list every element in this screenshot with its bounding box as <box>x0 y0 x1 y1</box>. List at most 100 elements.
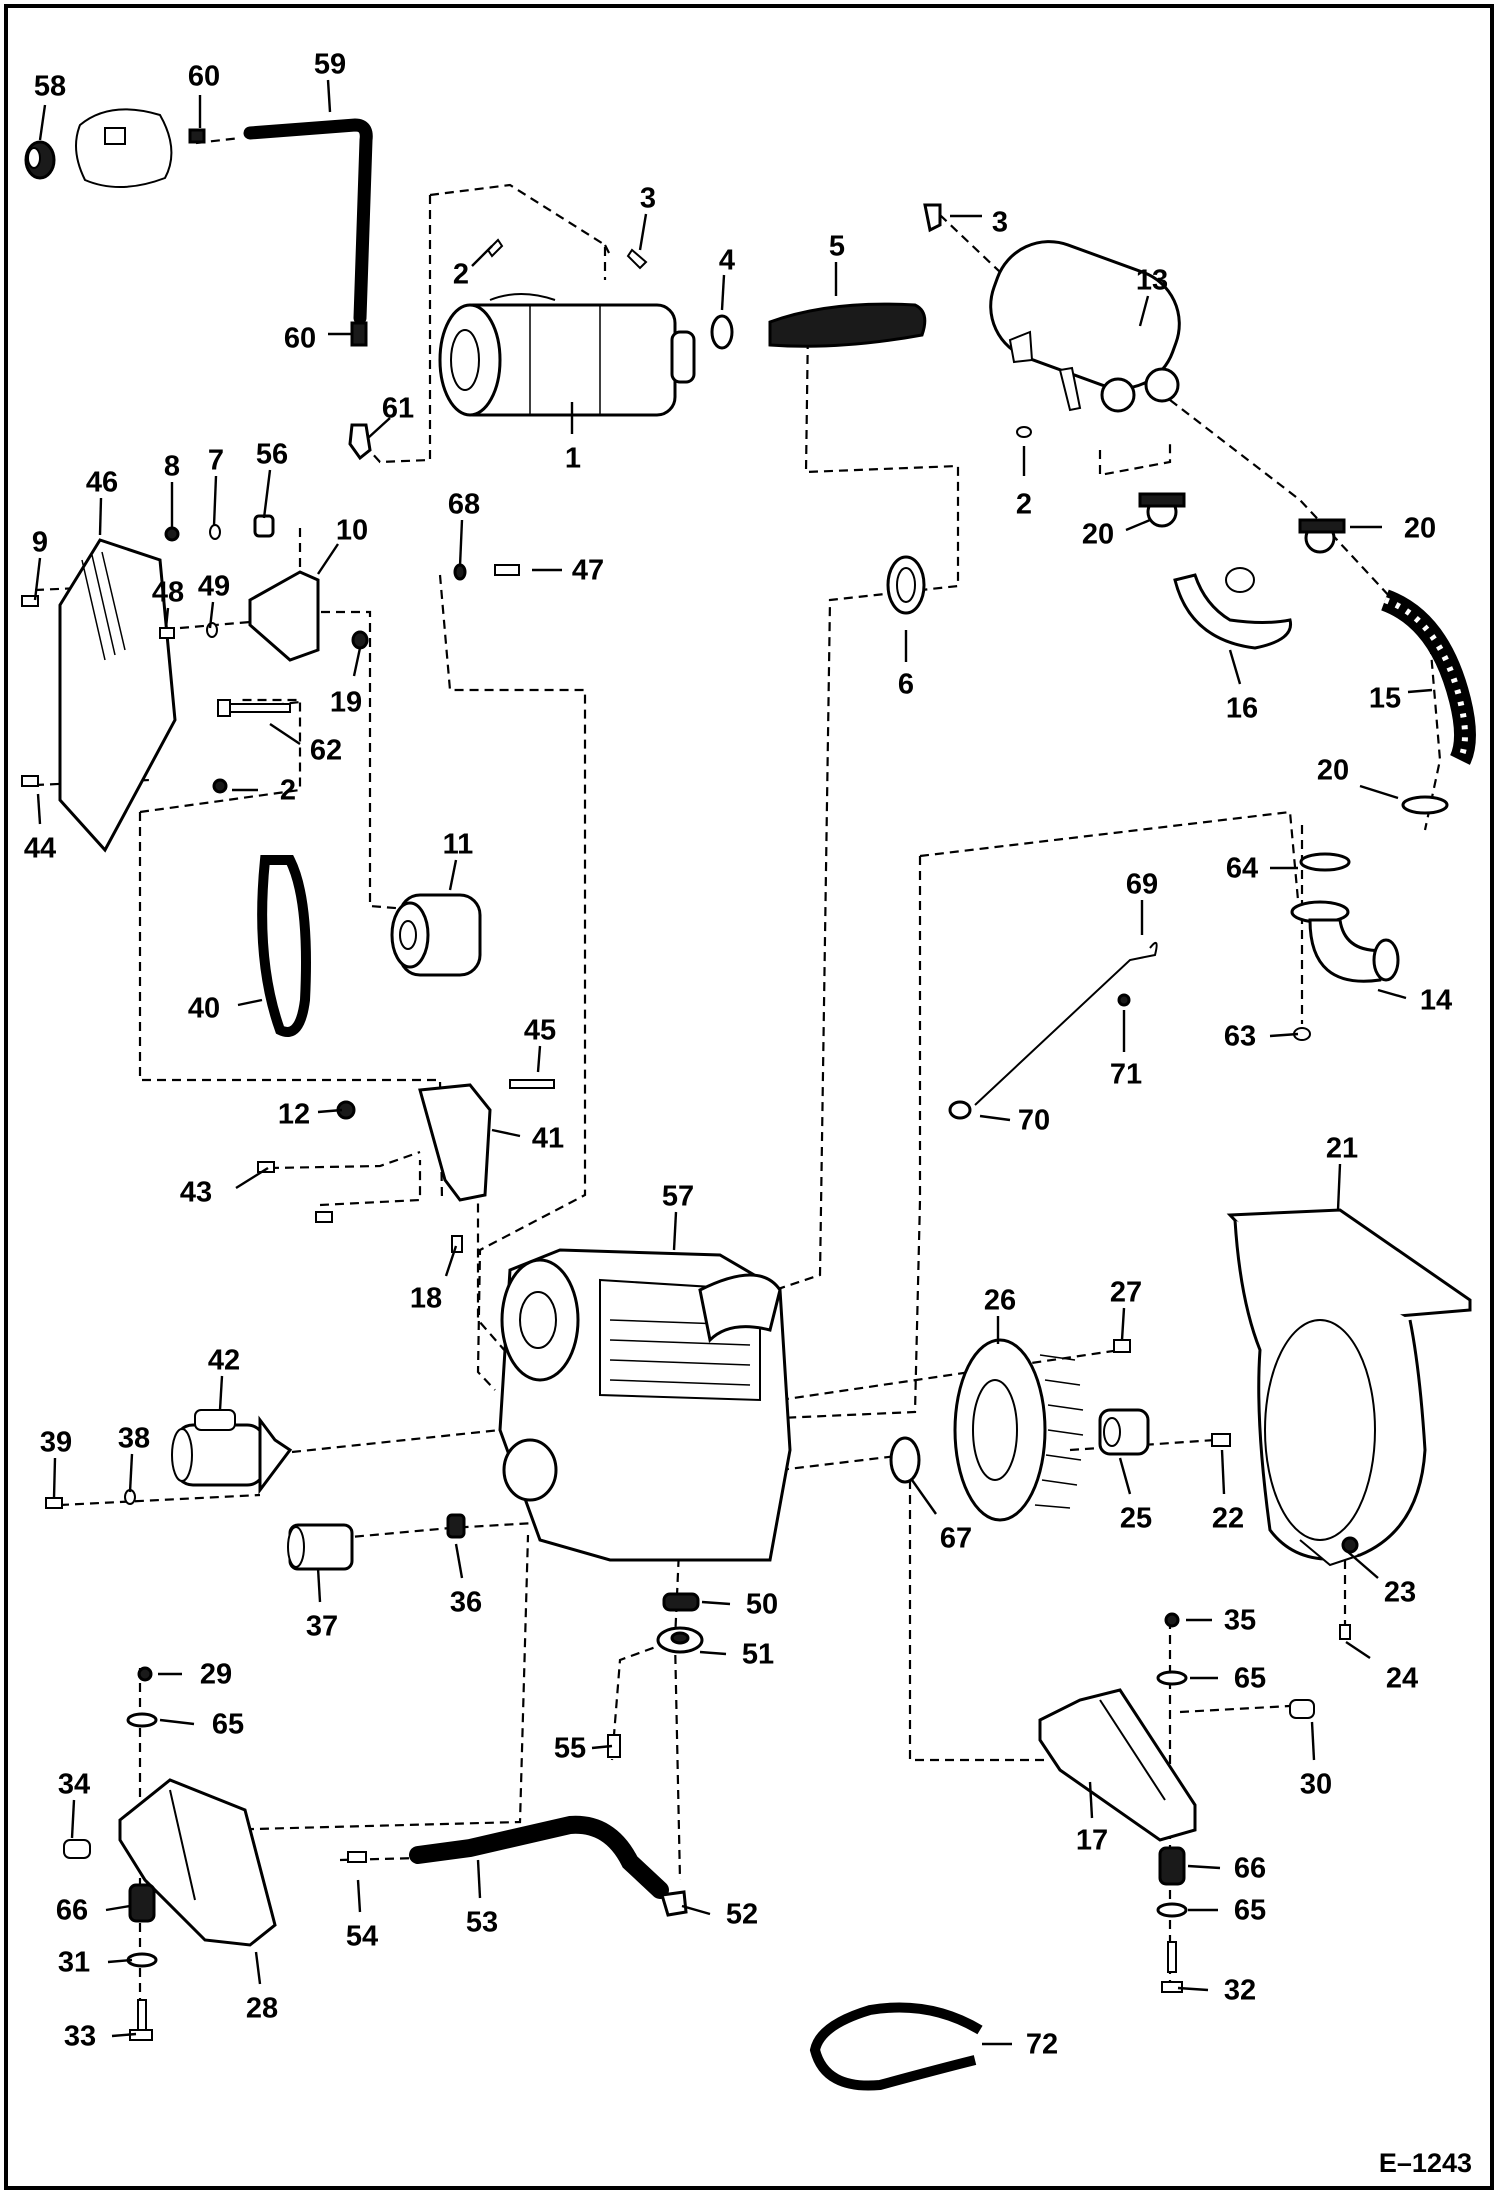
callout-c41: 41 <box>532 1123 564 1155</box>
part-21-blower-housing <box>1226 1208 1472 1567</box>
part-65-washer-right-top <box>1156 1670 1188 1686</box>
part-13-muffler <box>989 240 1181 413</box>
leader-c57 <box>672 1211 678 1251</box>
callout-c70: 70 <box>1018 1105 1050 1137</box>
leader-c3a <box>638 213 648 251</box>
callout-c20a: 20 <box>1082 519 1114 551</box>
callout-c3a: 3 <box>640 183 656 215</box>
part-11-alternator <box>390 893 482 977</box>
leader-c21 <box>1336 1163 1342 1211</box>
leader-c67 <box>911 1479 937 1515</box>
leader-c54 <box>356 1879 362 1913</box>
part-36-sensor <box>446 1513 466 1539</box>
part-2-screw-top <box>486 238 504 258</box>
leader-c24 <box>1345 1641 1371 1659</box>
callout-c63: 63 <box>1224 1021 1256 1053</box>
leader-c62 <box>269 723 301 745</box>
callout-c55: 55 <box>554 1733 586 1765</box>
callout-c15: 15 <box>1369 683 1401 715</box>
callout-c30: 30 <box>1300 1769 1332 1801</box>
callout-c22: 22 <box>1212 1503 1244 1535</box>
part-65-washer-left <box>126 1712 158 1728</box>
part-39-bolt <box>45 1497 63 1509</box>
part-30-bolt <box>1289 1699 1315 1719</box>
callout-c6: 6 <box>898 669 914 701</box>
part-48-bolt <box>159 627 175 639</box>
callout-c10: 10 <box>336 515 368 547</box>
leader-c46 <box>98 497 103 536</box>
leader-c30 <box>1310 1721 1316 1761</box>
leader-c38 <box>128 1453 134 1493</box>
callout-c31: 31 <box>58 1947 90 1979</box>
part-64-gasket <box>1299 852 1351 872</box>
part-22-bolt <box>1211 1433 1231 1447</box>
leader-c59 <box>326 79 332 113</box>
callout-c24: 24 <box>1386 1663 1418 1695</box>
callout-c27: 27 <box>1110 1277 1142 1309</box>
part-58-plug <box>24 140 56 180</box>
callout-c37: 37 <box>306 1611 338 1643</box>
callout-c61: 61 <box>382 393 414 425</box>
part-32-bolt <box>1161 1941 1183 1993</box>
callout-c11: 11 <box>443 829 474 861</box>
part-5-intake-hose <box>768 302 927 348</box>
leader-c43 <box>235 1166 269 1190</box>
callout-c58: 58 <box>34 71 66 103</box>
leader-c55 <box>591 1744 613 1750</box>
leader-c42 <box>218 1375 224 1411</box>
leader-c23 <box>1347 1551 1379 1579</box>
part-20-clamp-c <box>1401 795 1449 815</box>
part-33-bolt <box>129 1999 153 2041</box>
leader-c68 <box>458 519 464 567</box>
part-69-70-dipstick <box>948 941 1158 1120</box>
callout-c7: 7 <box>208 445 224 477</box>
leader-c31 <box>107 1958 133 1964</box>
callout-c66b: 66 <box>56 1895 88 1927</box>
callout-c38: 38 <box>118 1423 150 1455</box>
leader-c66b <box>105 1904 131 1912</box>
callout-c17: 17 <box>1076 1825 1108 1857</box>
leader-c14 <box>1377 988 1407 1000</box>
callout-c48: 48 <box>152 577 184 609</box>
callout-c29: 29 <box>200 1659 232 1691</box>
leader-c40 <box>237 998 263 1007</box>
part-bulkhead-panel <box>75 108 173 188</box>
callout-c5: 5 <box>829 231 845 263</box>
callout-c65c: 65 <box>1234 1895 1266 1927</box>
part-14-exhaust-elbow <box>1290 900 1400 983</box>
part-16-tailpipe <box>1173 567 1293 650</box>
callout-c71: 71 <box>1110 1059 1142 1091</box>
callout-c45: 45 <box>524 1015 556 1047</box>
callout-c32: 32 <box>1224 1975 1256 2007</box>
leader-c70 <box>979 1114 1011 1122</box>
leader-c48 <box>164 607 170 629</box>
callout-c66a: 66 <box>1234 1853 1266 1885</box>
leader-c66a <box>1187 1864 1221 1870</box>
leader-c15 <box>1407 688 1433 694</box>
callout-c26: 26 <box>984 1285 1016 1317</box>
part-29-nut <box>137 1666 153 1682</box>
part-27-bolt <box>1113 1339 1131 1353</box>
part-60-fitting-top <box>188 128 206 144</box>
leader-c22 <box>1220 1449 1226 1495</box>
callout-leader-lines <box>33 79 1433 2046</box>
callout-c39: 39 <box>40 1427 72 1459</box>
part-51-cap <box>656 1626 704 1654</box>
fan-blades <box>1034 1354 1084 1509</box>
part-67-seal <box>889 1436 921 1484</box>
part-28-left-mount <box>118 1778 277 1947</box>
callout-c51: 51 <box>742 1639 774 1671</box>
part-6-gasket <box>886 555 926 615</box>
callout-c35: 35 <box>1224 1605 1256 1637</box>
part-18-bolt <box>451 1235 463 1253</box>
callout-c60b: 60 <box>284 323 316 355</box>
leader-c11 <box>448 859 458 891</box>
part-71-ring <box>1117 993 1131 1007</box>
callout-c16: 16 <box>1226 693 1258 725</box>
callout-c52: 52 <box>726 1899 758 1931</box>
leader-c18 <box>444 1245 458 1277</box>
part-65-washer-right-bottom <box>1156 1902 1188 1918</box>
